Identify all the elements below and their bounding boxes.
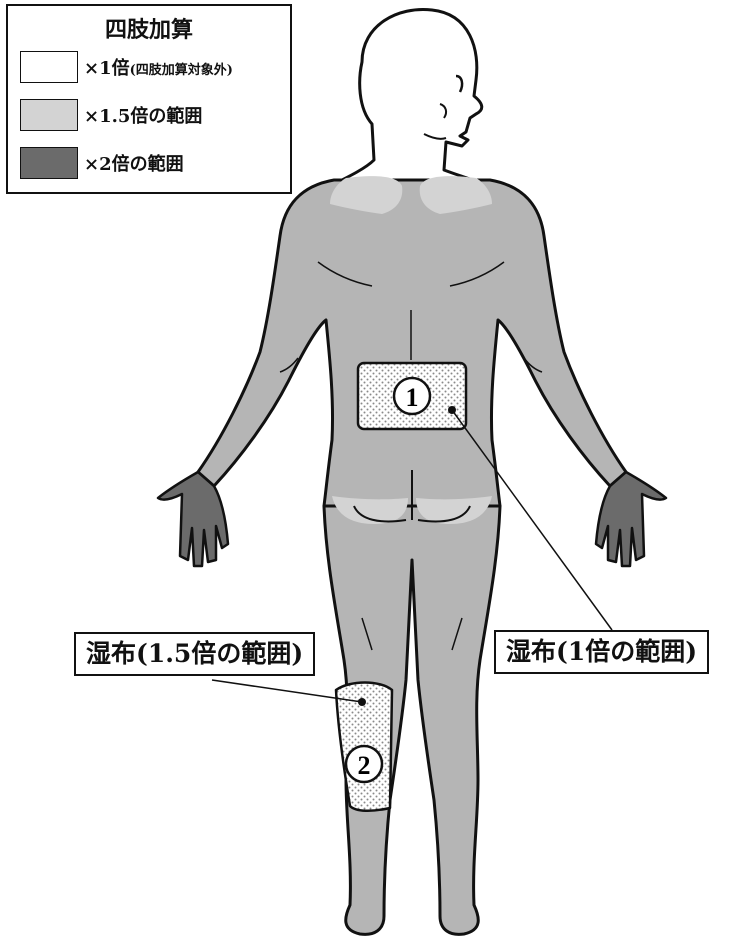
patch-2: 2 xyxy=(336,683,392,811)
callout-patch-1: 湿布(1倍の範囲) xyxy=(494,630,709,674)
torso-arms xyxy=(198,176,626,506)
legend-label-x1-5: ×1.5倍の範囲 xyxy=(84,102,202,128)
legend-row-x1: ×1倍(四肢加算対象外) xyxy=(20,50,233,84)
patch-1-number: 1 xyxy=(406,383,419,412)
head-neck xyxy=(334,9,482,184)
legend-swatch-x1 xyxy=(20,51,78,83)
legend-row-x2: ×2倍の範囲 xyxy=(20,146,184,180)
patch-1: 1 xyxy=(358,363,466,429)
patch-2-number: 2 xyxy=(358,751,371,780)
legend-swatch-x2 xyxy=(20,147,78,179)
legend-title: 四肢加算 xyxy=(8,12,290,44)
legend-label-x2: ×2倍の範囲 xyxy=(84,150,184,176)
legend: 四肢加算 ×1倍(四肢加算対象外) ×1.5倍の範囲 ×2倍の範囲 xyxy=(6,4,292,194)
callout-patch-2: 湿布(1.5倍の範囲) xyxy=(74,632,315,676)
legend-swatch-x1-5 xyxy=(20,99,78,131)
legend-row-x1-5: ×1.5倍の範囲 xyxy=(20,98,202,132)
legend-label-x1: ×1倍(四肢加算対象外) xyxy=(84,54,233,80)
